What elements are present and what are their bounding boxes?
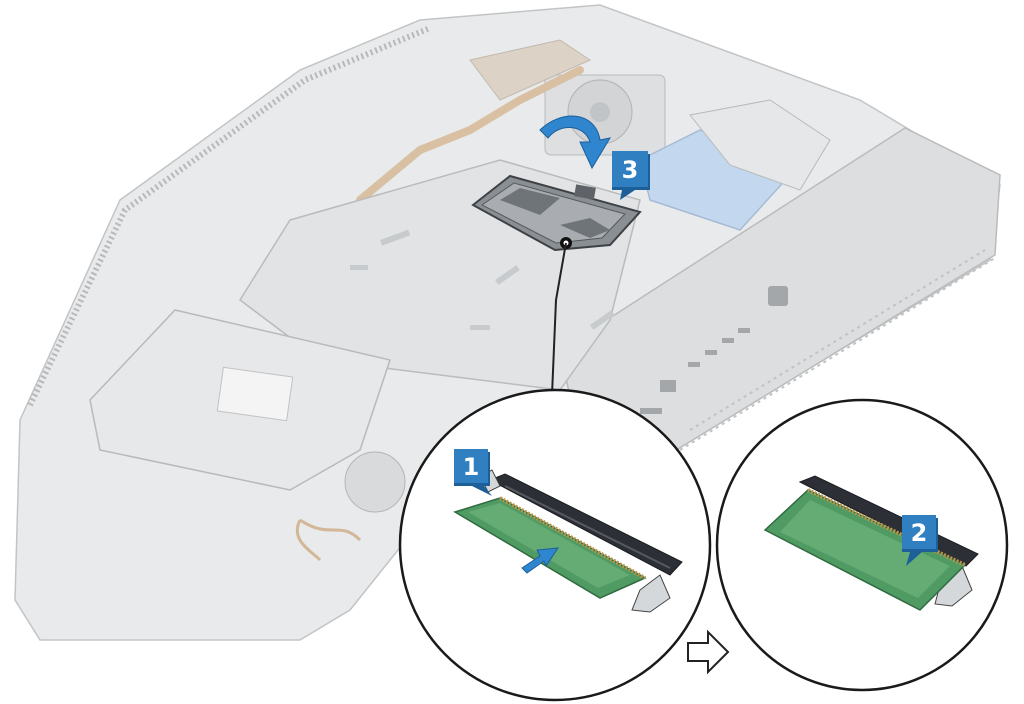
rotate-arrow-icon <box>539 115 612 170</box>
callout-step-3: 3 <box>612 151 650 200</box>
cables <box>296 518 362 562</box>
psu-label <box>216 366 294 422</box>
memory-contacts <box>499 496 646 580</box>
io-ports <box>640 286 788 414</box>
callout-step-1: 1 <box>454 449 492 496</box>
callout-step-3-label: 3 <box>622 156 639 184</box>
memory-contacts-installed <box>807 488 966 567</box>
push-arrow-icon <box>521 547 559 574</box>
callout-step-1-label: 1 <box>463 453 480 481</box>
zoom-circle-step-1: 1 <box>398 388 712 702</box>
heat-sink <box>469 39 592 101</box>
left-vent-edge <box>27 25 432 407</box>
zoom-circle-step-2: 2 <box>715 398 1009 692</box>
slot-latch-right <box>631 574 671 613</box>
system-fan <box>344 451 406 513</box>
callout-step-2: 2 <box>902 515 938 566</box>
hdd-drive <box>689 99 831 191</box>
next-step-arrow-icon <box>687 629 730 675</box>
callout-step-2-label: 2 <box>911 519 928 547</box>
heat-pipe <box>356 66 584 204</box>
computer-base <box>14 4 1001 641</box>
memory-module-shield[interactable] <box>471 174 642 252</box>
leader-line <box>551 237 572 396</box>
rear-panel-vents <box>679 249 996 451</box>
hdd-bracket <box>639 129 792 231</box>
shield-cutouts <box>350 229 615 330</box>
